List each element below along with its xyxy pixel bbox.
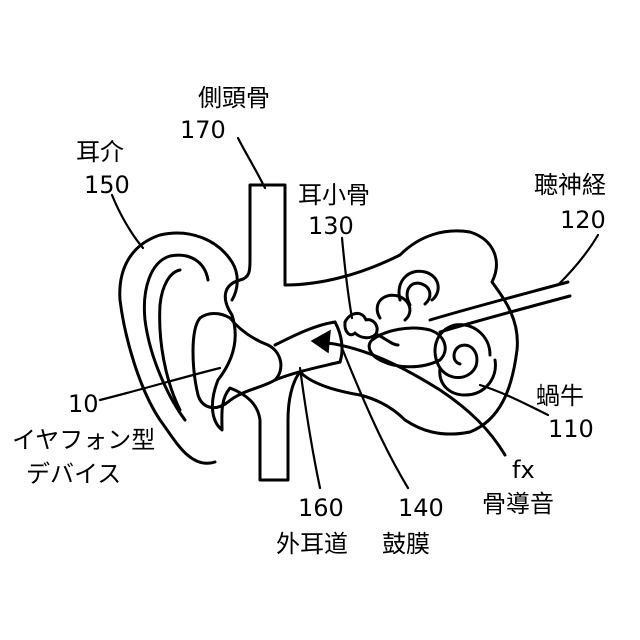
leader-eardrum	[342, 348, 408, 488]
label-auricle-name: 耳介	[76, 138, 124, 166]
leader-auricle	[112, 195, 143, 248]
label-ossicles-number: 130	[308, 212, 354, 240]
label-cochlea-name: 蝸牛	[536, 382, 584, 410]
label-auricle-number: 150	[84, 171, 130, 199]
earphone-device-shape	[193, 314, 281, 408]
leader-temporal-bone	[238, 138, 265, 188]
label-ear-canal-name: 外耳道	[276, 530, 348, 558]
label-ossicles-name: 耳小骨	[298, 181, 370, 209]
label-auditory-nerve-number: 120	[560, 206, 606, 234]
auricle-inner-ridge	[160, 270, 180, 410]
ossicles-shape	[345, 313, 377, 337]
leader-auditory-nerve	[558, 235, 598, 285]
leader-ear-canal	[300, 368, 320, 488]
label-earphone-device-name-line2: デバイス	[26, 460, 121, 488]
semicircular-canal-lower	[377, 295, 410, 320]
label-earphone-device-number: 10	[68, 390, 99, 418]
label-eardrum-name: 鼓膜	[382, 530, 430, 558]
semicircular-canal-upper	[399, 271, 438, 300]
label-cochlea-number: 110	[548, 415, 594, 443]
semicircular-canal-mid	[407, 283, 430, 305]
eardrum-shape	[335, 322, 342, 362]
label-bone-conduction-name: 骨導音	[482, 490, 554, 518]
bone-conduction-arrowhead	[312, 331, 330, 352]
label-bone-conduction-symbol: fx	[512, 456, 535, 484]
label-auditory-nerve-name: 聴神経	[534, 171, 606, 199]
temporal-bone-region	[212, 185, 517, 480]
label-temporal-bone-name: 側頭骨	[198, 84, 270, 112]
label-earphone-device-name-line1: イヤフォン型	[12, 426, 155, 454]
label-temporal-bone-number: 170	[180, 116, 226, 144]
label-eardrum-number: 140	[398, 494, 444, 522]
label-ear-canal-number: 160	[298, 494, 344, 522]
cochlea-outer	[440, 360, 496, 395]
